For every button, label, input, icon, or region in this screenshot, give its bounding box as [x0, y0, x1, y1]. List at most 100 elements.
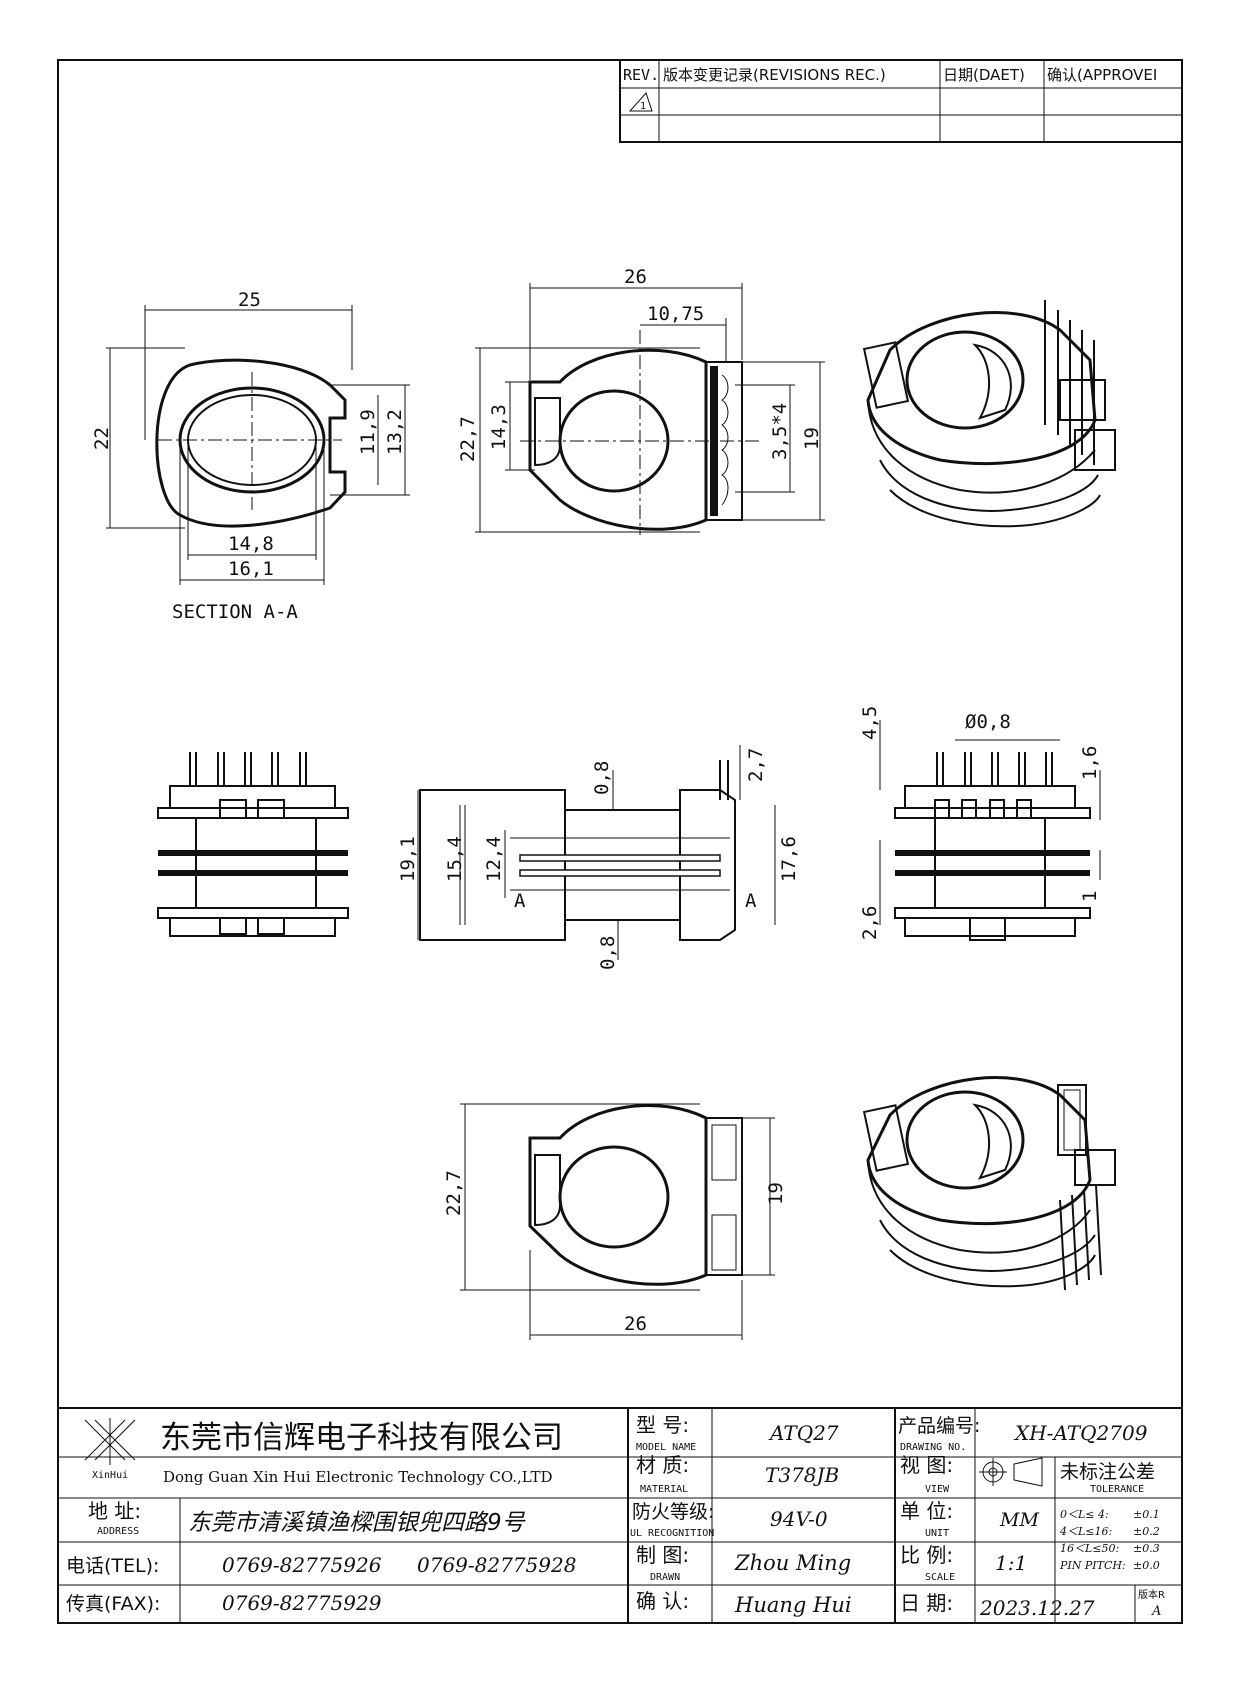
top-view: 26 10,75 22,7 14,3 3,5*4 19	[457, 266, 825, 535]
ul-value: 94V-0	[770, 1507, 828, 1531]
rev-triangle-icon	[628, 92, 653, 112]
ul-label-en: UL RECOGNITION	[630, 1528, 714, 1539]
unit-label: 单 位:	[900, 1499, 953, 1523]
dim-bore-inner: 14,8	[228, 533, 274, 555]
dim-top-inner-h: 14,3	[488, 404, 510, 450]
dim-bore-outer: 16,1	[228, 558, 274, 580]
dim-wall-top: 0,8	[591, 761, 613, 795]
scale-label-en: SCALE	[925, 1572, 955, 1583]
dim-top-offset: 10,75	[647, 303, 704, 325]
tel-label: 电话(TEL):	[66, 1555, 159, 1577]
drawing-no-value: XH-ATQ2709	[1013, 1421, 1148, 1445]
view-label: 视 图:	[900, 1453, 953, 1477]
fax-label: 传真(FAX):	[66, 1593, 160, 1615]
company-logo: XinHui	[84, 1418, 136, 1481]
version-label: 版本R	[1138, 1588, 1165, 1601]
version-value: A	[1151, 1604, 1161, 1619]
svg-text:±0.3: ±0.3	[1133, 1542, 1160, 1555]
tolerance-label: 未标注公差	[1060, 1461, 1155, 1483]
drawn-label: 制 图:	[636, 1543, 689, 1567]
material-value: T378JB	[765, 1463, 839, 1487]
section-mark-left: A	[514, 890, 526, 912]
end-view: 4,5 Ø0,8 1,6 2,6 1	[859, 706, 1101, 941]
fax-value: 0769-82775929	[222, 1591, 382, 1615]
bottom-view: 22,7 19 26	[443, 1103, 787, 1340]
dim-slot-outer: 13,2	[384, 409, 406, 455]
address-label-en: ADDRESS	[97, 1526, 139, 1537]
view-label-en: VIEW	[925, 1484, 950, 1495]
model-value: ATQ27	[768, 1421, 839, 1445]
dim-bottom-height: 22,7	[443, 1170, 465, 1216]
material-label-en: MATERIAL	[640, 1484, 688, 1495]
ul-label: 防火等级:	[632, 1501, 714, 1523]
dim-side-h3: 12,4	[483, 836, 505, 882]
approve-header: 确认(APPROVEI	[1047, 66, 1157, 84]
dim-side-h2: 15,4	[444, 836, 466, 882]
side-view-center: 19,1 15,4 12,4 17,6 0,8 0,8 2,7 A A	[397, 745, 800, 970]
dim-pin-spacing: 3,5*4	[769, 403, 791, 460]
drawing-no-label-en: DRAWING NO.	[900, 1442, 966, 1453]
checked-value: Huang Hui	[734, 1593, 852, 1617]
drawn-value: Zhou Ming	[734, 1551, 851, 1575]
scale-value: 1:1	[995, 1551, 1027, 1575]
checked-label: 确 认:	[636, 1589, 689, 1613]
dim-side-h4: 17,6	[778, 836, 800, 882]
dim-width-25: 25	[238, 289, 261, 311]
dim-slot-inner: 11,9	[357, 409, 379, 455]
address-value: 东莞市清溪镇渔樑围银兜四路9号	[188, 1510, 526, 1536]
dim-top-height: 22,7	[457, 416, 479, 462]
dim-side-total: 19,1	[397, 836, 419, 882]
drawing-no-label: 产品编号:	[898, 1415, 980, 1437]
date-value: 2023.12.27	[979, 1596, 1095, 1620]
dim-pin-len: 4,5	[859, 706, 881, 740]
company-name-cn: 东莞市信辉电子科技有限公司	[160, 1420, 563, 1456]
svg-text:XinHui: XinHui	[92, 1470, 128, 1481]
svg-text:0＜L≤ 4:: 0＜L≤ 4:	[1060, 1508, 1109, 1521]
title-block: XinHui 东莞市信辉电子科技有限公司 Dong Guan Xin Hui E…	[57, 1407, 1183, 1624]
unit-label-en: UNIT	[925, 1528, 949, 1539]
tel2-value: 0769-82775928	[417, 1553, 576, 1577]
scale-label: 比 例:	[900, 1543, 953, 1567]
sheet-border	[57, 59, 1183, 1624]
revision-table: REV. 版本变更记录(REVISIONS REC.) 日期(DAET) 确认(…	[619, 59, 1183, 143]
iso-view-bottom	[862, 1076, 1116, 1291]
tolerance-label-en: TOLERANCE	[1090, 1484, 1144, 1495]
tel1-value: 0769-82775926	[222, 1553, 382, 1577]
dim-gap: 1	[1079, 891, 1101, 902]
section-label: SECTION A-A	[172, 601, 298, 623]
projection-symbol-icon	[979, 1457, 1043, 1487]
revisions-header: 版本变更记录(REVISIONS REC.)	[663, 66, 886, 84]
material-label: 材 质:	[636, 1453, 689, 1477]
svg-text:4＜L≤16:: 4＜L≤16:	[1059, 1525, 1112, 1538]
dim-bottom-pin-span: 19	[765, 1182, 787, 1205]
model-label: 型 号:	[636, 1413, 689, 1437]
svg-text:PIN PITCH:: PIN PITCH:	[1059, 1559, 1126, 1572]
drawn-label-en: DRAWN	[650, 1572, 680, 1583]
iso-view-top	[862, 300, 1116, 528]
side-view-left	[157, 752, 349, 937]
dim-height-22: 22	[91, 427, 113, 450]
dim-step: 2,7	[745, 748, 767, 782]
dim-wall-bot: 0,8	[597, 936, 619, 970]
dim-top-width: 26	[624, 266, 647, 288]
svg-text:±0.2: ±0.2	[1133, 1525, 1160, 1538]
tolerance-table: 0＜L≤ 4: ±0.1 4＜L≤16: ±0.2 16＜L≤50: ±0.3 …	[1059, 1508, 1160, 1572]
model-label-en: MODEL NAME	[636, 1442, 696, 1453]
svg-text:16＜L≤50:: 16＜L≤50:	[1060, 1542, 1119, 1555]
section-mark-right: A	[745, 890, 757, 912]
dim-bottom-width: 26	[624, 1313, 647, 1335]
date-label: 日 期:	[900, 1591, 953, 1615]
dim-pin-dia: Ø0,8	[965, 711, 1011, 733]
svg-text:±0.0: ±0.0	[1133, 1559, 1160, 1572]
dim-flange2: 2,6	[859, 906, 881, 940]
unit-value: MM	[999, 1509, 1039, 1531]
section-view: 25 22 11,9 13,2 14,8 16,1 SECTION A-A	[91, 289, 410, 623]
dim-flange: 1,6	[1079, 746, 1101, 780]
address-label: 地 址:	[88, 1499, 141, 1523]
dim-pin-span: 19	[801, 427, 823, 450]
company-name-en: Dong Guan Xin Hui Electronic Technology …	[163, 1468, 553, 1486]
rev-mark: 1	[640, 101, 646, 112]
date-header: 日期(DAET)	[943, 66, 1025, 84]
rev-header: REV.	[623, 66, 659, 84]
